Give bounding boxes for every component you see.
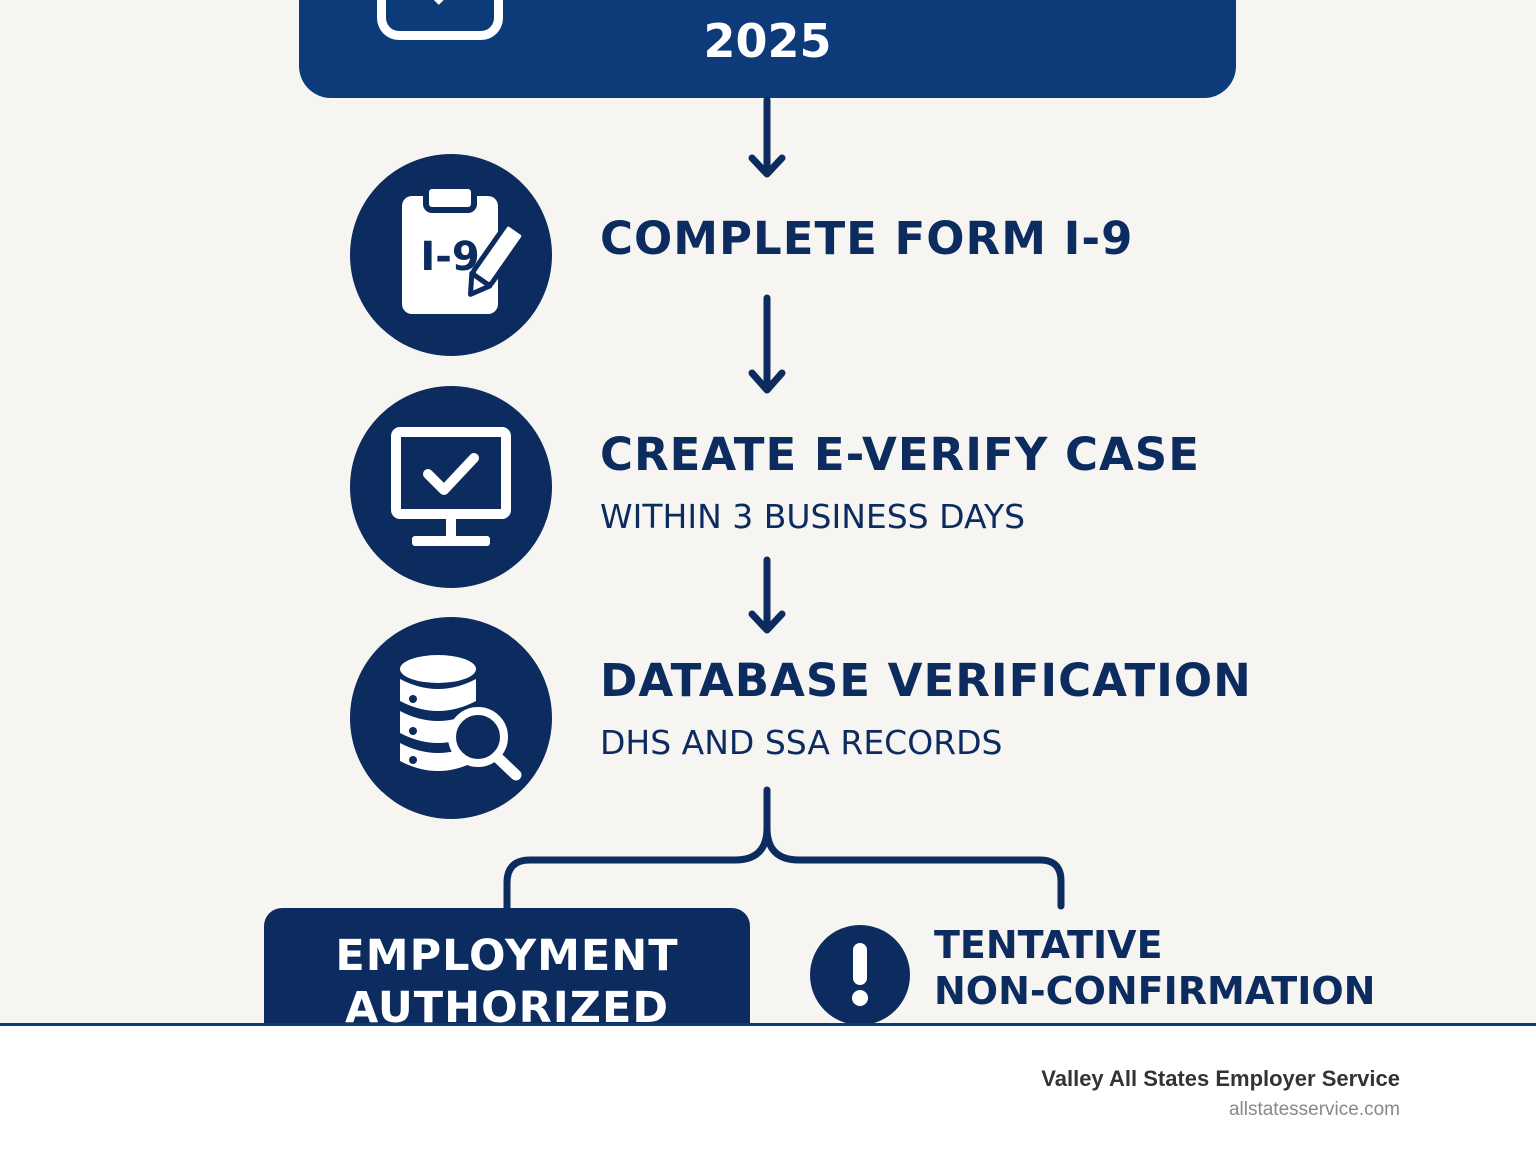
employment-authorized-line1: EMPLOYMENT <box>335 931 679 981</box>
database-search-icon <box>400 655 522 781</box>
tentative-line2: NON-CONFIRMATION <box>934 969 1376 1013</box>
arrow-3 <box>748 556 786 634</box>
alert-circle <box>810 925 910 1024</box>
footer-divider <box>0 1023 1536 1026</box>
step-subtitle-2: WITHIN 3 BUSINESS DAYS <box>600 497 1026 536</box>
footer-company-name: Valley All States Employer Service <box>1041 1066 1400 1091</box>
flowchart-canvas: 2025 I-9 COMPLETE FORM I-9 CREATE <box>0 0 1536 1024</box>
branch-connector <box>503 786 1065 912</box>
tentative-line1: TENTATIVE <box>934 923 1163 967</box>
header-banner: 2025 <box>299 0 1236 98</box>
step-icon-circle-1: I-9 <box>350 154 552 356</box>
step-title-2: CREATE E-VERIFY CASE <box>600 428 1200 481</box>
clipboard-pencil-icon: I-9 <box>402 183 527 314</box>
exclamation-icon <box>852 943 868 1006</box>
flow-connectors <box>503 96 1065 912</box>
employment-authorized-line2: AUTHORIZED <box>344 983 670 1024</box>
step-icon-circle-2 <box>350 386 552 588</box>
step-title-3: DATABASE VERIFICATION <box>600 654 1252 707</box>
footer-url: allstatesservice.com <box>1228 1099 1400 1120</box>
arrow-1 <box>748 96 786 178</box>
footer: Valley All States Employer Service allst… <box>0 1026 1536 1154</box>
employment-authorized-box: EMPLOYMENT AUTHORIZED <box>264 908 750 1024</box>
step-icon-circle-3 <box>350 617 552 819</box>
header-year: 2025 <box>703 14 832 68</box>
step-title-1: COMPLETE FORM I-9 <box>600 212 1134 265</box>
arrow-2 <box>748 294 786 394</box>
tentative-nonconfirmation-label: TENTATIVE NON-CONFIRMATION <box>934 922 1375 1014</box>
step-subtitle-3: DHS AND SSA RECORDS <box>600 723 1003 762</box>
checkbox-icon <box>377 0 503 40</box>
monitor-check-icon <box>391 427 511 546</box>
